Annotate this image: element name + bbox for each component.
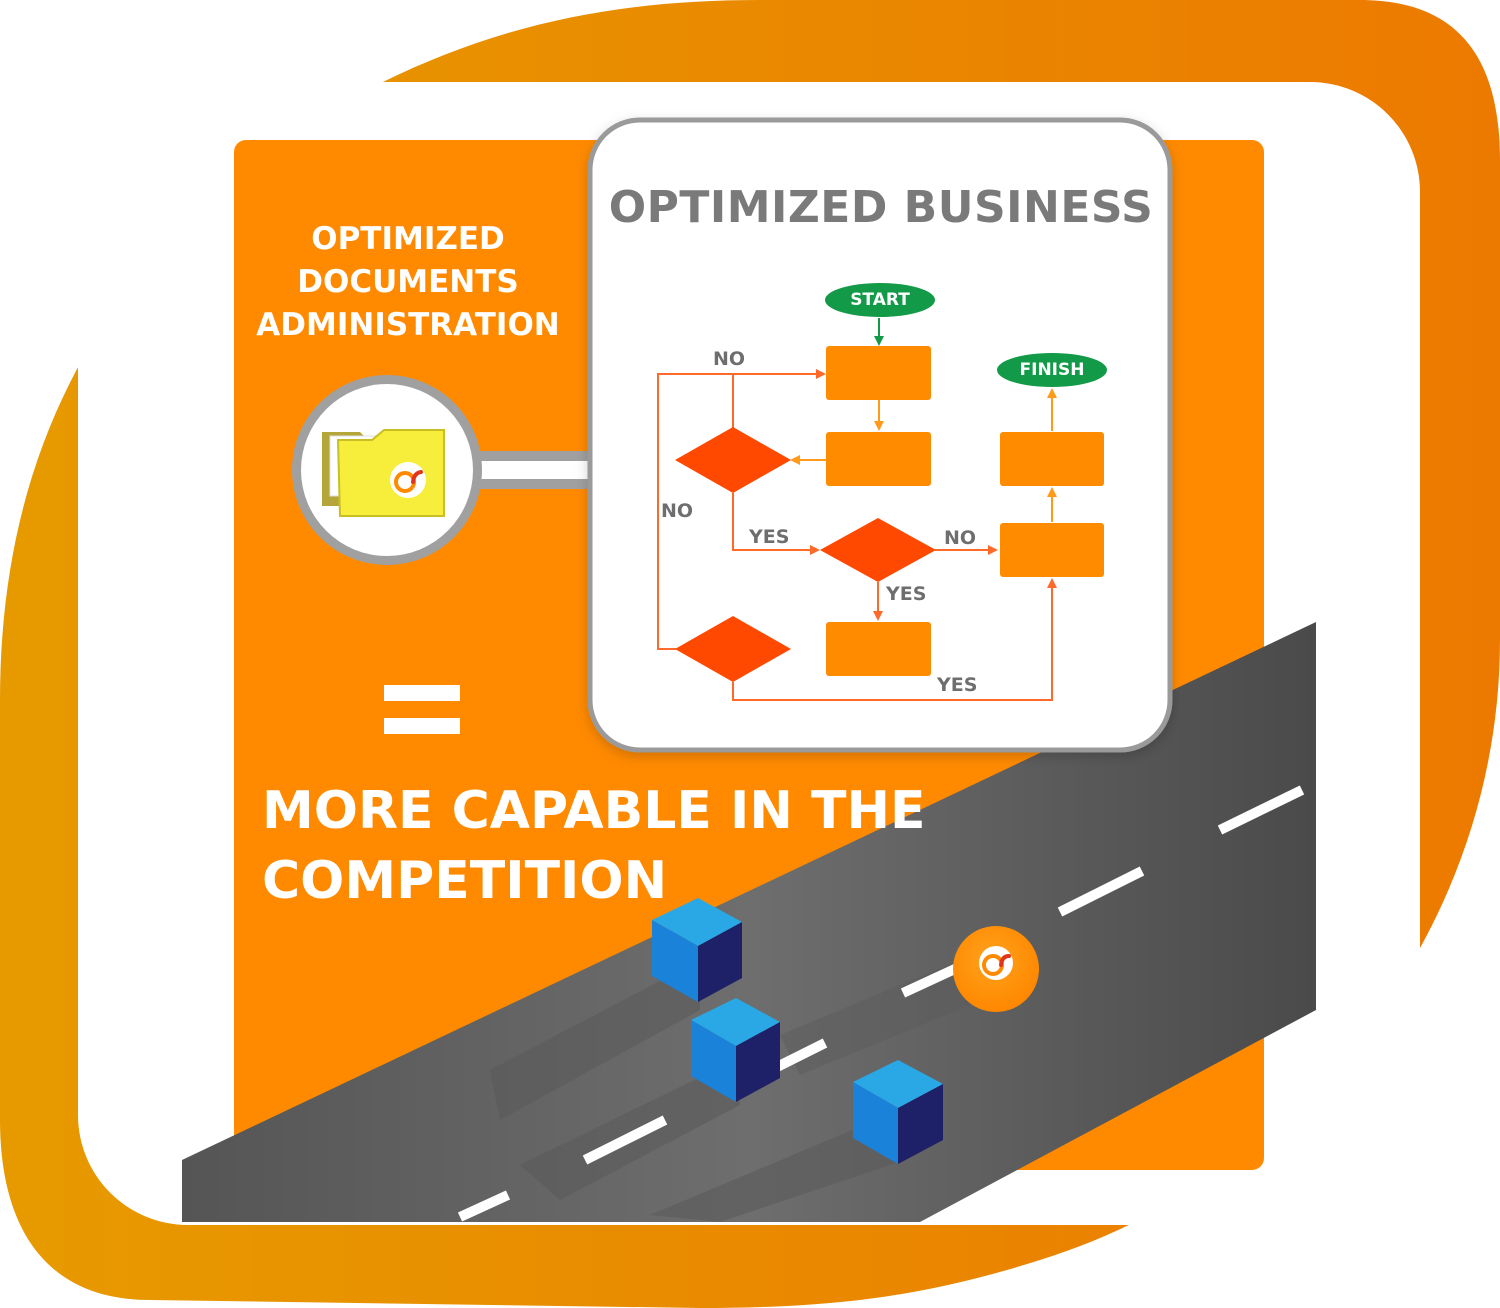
process-box-3 bbox=[826, 622, 931, 676]
start-label: START bbox=[850, 290, 910, 310]
decision-diamond-1 bbox=[675, 427, 791, 493]
cube-icon bbox=[853, 1060, 943, 1164]
equals-icon bbox=[384, 685, 460, 734]
connector-bar-inner bbox=[450, 461, 600, 479]
panel-title: OPTIMIZED BUSINESS bbox=[608, 182, 1154, 233]
logo-icon bbox=[953, 926, 1039, 1012]
edge-label-yes-bottom: YES bbox=[937, 674, 978, 696]
cube-icon bbox=[652, 898, 742, 1002]
process-box-5 bbox=[1000, 523, 1104, 577]
finish-node bbox=[997, 353, 1107, 387]
left-heading-line: DOCUMENTS bbox=[297, 264, 519, 300]
flowchart-nodes bbox=[675, 283, 1107, 682]
tagline: MORE CAPABLE IN THE COMPETITION bbox=[262, 776, 962, 916]
edge-label-no-top: NO bbox=[713, 348, 746, 370]
folder-icon bbox=[322, 429, 445, 517]
decision-diamond-2 bbox=[820, 518, 936, 582]
tagline-line: MORE CAPABLE IN THE bbox=[262, 781, 926, 841]
edge-label-yes-first: YES bbox=[749, 526, 790, 548]
cube-icon bbox=[691, 998, 780, 1102]
process-box-4 bbox=[1000, 432, 1104, 486]
start-node bbox=[825, 283, 935, 317]
edge-label-no-right: NO bbox=[944, 527, 977, 549]
decision-diamond-3 bbox=[675, 616, 791, 682]
finish-label: FINISH bbox=[1019, 360, 1085, 380]
tagline-line: COMPETITION bbox=[262, 851, 668, 911]
left-heading-line: ADMINISTRATION bbox=[256, 307, 560, 343]
process-box-1 bbox=[826, 346, 931, 400]
edge-label-yes-down: YES bbox=[886, 583, 927, 605]
flowchart-connectors bbox=[657, 318, 1057, 701]
left-heading: OPTIMIZED DOCUMENTS ADMINISTRATION bbox=[236, 218, 580, 347]
edge-label-no-left: NO bbox=[661, 500, 694, 522]
process-box-2 bbox=[826, 432, 931, 486]
left-heading-line: OPTIMIZED bbox=[311, 221, 505, 257]
